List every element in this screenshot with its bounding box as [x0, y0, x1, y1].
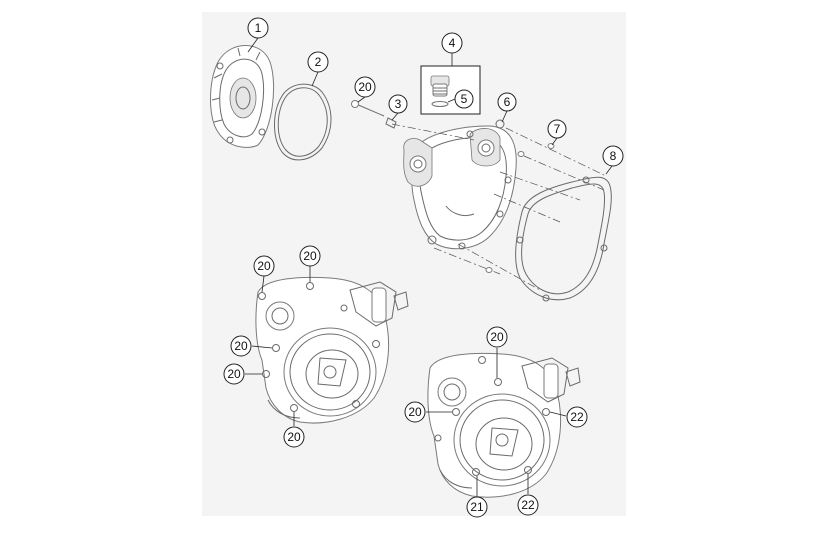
- callout-22-a: 22: [566, 406, 588, 428]
- part-outer-cover: [210, 45, 275, 148]
- svg-text:20: 20: [227, 367, 241, 381]
- assembly-view-right: [427, 352, 581, 498]
- callout-20-left-d: 20: [223, 363, 245, 385]
- part-dowel-pin: [385, 117, 397, 129]
- callout-bubbles: 1 2 3 4 5 6 7 8 20 20 20 20 20 20 20 20 …: [223, 17, 624, 518]
- svg-text:22: 22: [570, 410, 584, 424]
- svg-text:20: 20: [490, 330, 504, 344]
- callout-3: 3: [388, 94, 408, 114]
- svg-text:5: 5: [461, 92, 468, 106]
- callout-6: 6: [497, 92, 517, 112]
- svg-text:2: 2: [315, 55, 322, 69]
- part-plug-kit: [420, 65, 481, 115]
- svg-text:8: 8: [610, 149, 617, 163]
- part-clutch-cover: [403, 119, 517, 250]
- callout-5: 5: [454, 89, 474, 109]
- callout-21: 21: [466, 496, 488, 518]
- callout-20-left-b: 20: [299, 245, 321, 267]
- assembly-view-left: [255, 276, 409, 424]
- callout-2: 2: [307, 51, 329, 73]
- part-clutch-gasket: [515, 176, 612, 302]
- callout-20-right-a: 20: [486, 326, 508, 348]
- callout-20-right-b: 20: [404, 401, 426, 423]
- alignment-lines: [391, 123, 607, 291]
- callout-20-left-a: 20: [253, 255, 275, 277]
- svg-text:6: 6: [504, 95, 511, 109]
- svg-text:4: 4: [449, 36, 456, 50]
- svg-text:20: 20: [408, 405, 422, 419]
- part-cover-gasket: [274, 83, 332, 161]
- svg-text:22: 22: [521, 498, 535, 512]
- svg-text:1: 1: [255, 21, 262, 35]
- callout-4: 4: [441, 32, 463, 54]
- svg-text:20: 20: [303, 249, 317, 263]
- callout-22-b: 22: [517, 494, 539, 516]
- svg-text:20: 20: [287, 430, 301, 444]
- part-screw-top: [351, 100, 385, 117]
- svg-text:3: 3: [395, 97, 402, 111]
- svg-text:20: 20: [358, 80, 372, 94]
- callout-20-left-e: 20: [283, 426, 305, 448]
- svg-text:21: 21: [470, 500, 484, 514]
- callout-20-top: 20: [354, 76, 376, 98]
- callout-8: 8: [602, 145, 624, 167]
- callout-1: 1: [247, 17, 269, 39]
- callout-7: 7: [547, 119, 567, 139]
- svg-text:7: 7: [554, 122, 561, 136]
- svg-text:20: 20: [257, 259, 271, 273]
- leader-lines: [245, 37, 613, 496]
- part-dowels-right: [485, 143, 555, 273]
- svg-text:20: 20: [234, 339, 248, 353]
- callout-20-left-c: 20: [230, 335, 252, 357]
